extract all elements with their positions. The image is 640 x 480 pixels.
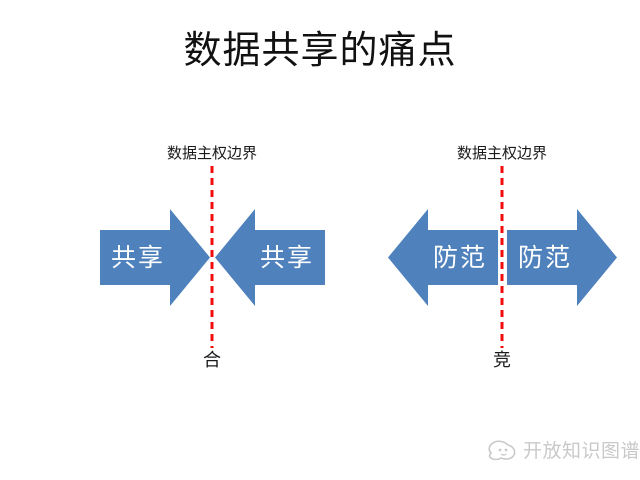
guard-arrow-right [507, 209, 617, 306]
boundary-label-left: 数据主权边界 [166, 146, 257, 162]
arrow-shape [215, 209, 325, 306]
guard-arrow-left-label: 防范 [432, 245, 487, 272]
arrow-shape [507, 209, 617, 306]
guard-arrow-left [388, 209, 498, 306]
share-arrow-left-label: 共享 [259, 245, 314, 272]
cooperation-label: 合 [203, 350, 221, 370]
watermark-text: 开放知识图谱 [523, 441, 640, 462]
sovereignty-boundary-line-left [210, 166, 214, 348]
openkg-logo-icon [488, 440, 516, 461]
arrow-shape [100, 209, 210, 306]
watermark: 开放知识图谱 [487, 438, 640, 466]
share-arrow-right-label: 共享 [110, 245, 165, 272]
arrow-shape [388, 209, 498, 306]
sovereignty-boundary-line-right [500, 166, 504, 348]
slide-title: 数据共享的痛点 [183, 30, 457, 72]
competition-label: 竞 [493, 350, 511, 370]
boundary-label-right: 数据主权边界 [456, 146, 547, 162]
guard-arrow-right-label: 防范 [517, 245, 572, 272]
share-arrow-left [215, 209, 325, 306]
share-arrow-right [100, 209, 210, 306]
